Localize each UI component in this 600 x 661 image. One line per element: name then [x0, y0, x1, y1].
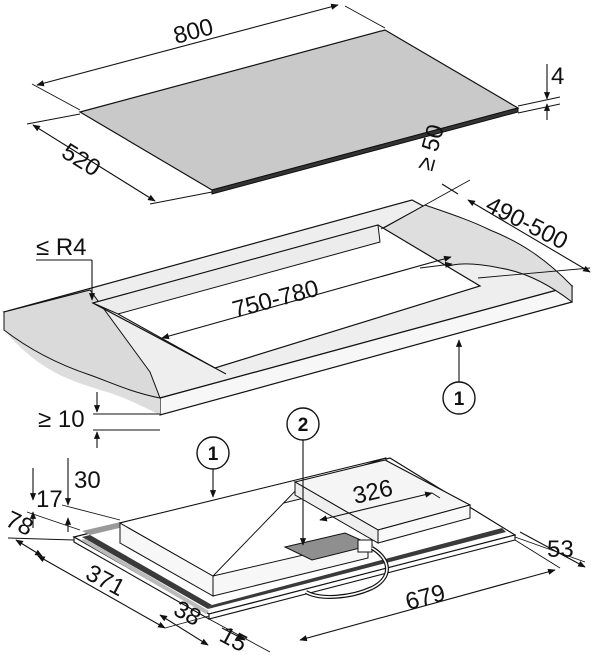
connection-box-callout-number: 2 — [298, 415, 309, 436]
hob-underside — [72, 457, 517, 620]
offset-53-label: 53 — [547, 536, 574, 563]
worktop-thickness-dimension: ≥ 10 — [38, 392, 160, 448]
height-30-label: 30 — [74, 467, 101, 494]
hob-body-callout-number: 1 — [208, 444, 219, 465]
depth-78-label: 78 — [1, 506, 37, 542]
hob-thickness-dimension: 4 — [517, 63, 564, 120]
offset-15-dimension: 15 — [208, 618, 271, 658]
height-17-dimension: 17 — [26, 468, 81, 531]
width-679-label: 679 — [403, 579, 449, 615]
hob-width-label: 800 — [171, 13, 217, 49]
hob-thickness-label: 4 — [551, 63, 564, 90]
corner-radius-dimension: ≤ R4 — [36, 234, 96, 301]
worktop-callout-number: 1 — [454, 389, 465, 410]
hob-glass-top — [78, 29, 520, 195]
offset-15-label: 15 — [215, 621, 251, 657]
offset-53-dimension: 53 — [514, 531, 586, 568]
worktop-thickness-label: ≥ 10 — [38, 406, 85, 433]
connection-box-callout: 2 — [286, 407, 320, 546]
height-30-dimension: 30 — [61, 458, 121, 532]
corner-radius-label: ≤ R4 — [36, 234, 87, 261]
height-17-label: 17 — [36, 486, 63, 513]
depth-78-dimension: 78 — [1, 506, 75, 557]
worktop-callout: 1 — [442, 339, 476, 415]
hob-body-callout: 1 — [196, 436, 230, 498]
